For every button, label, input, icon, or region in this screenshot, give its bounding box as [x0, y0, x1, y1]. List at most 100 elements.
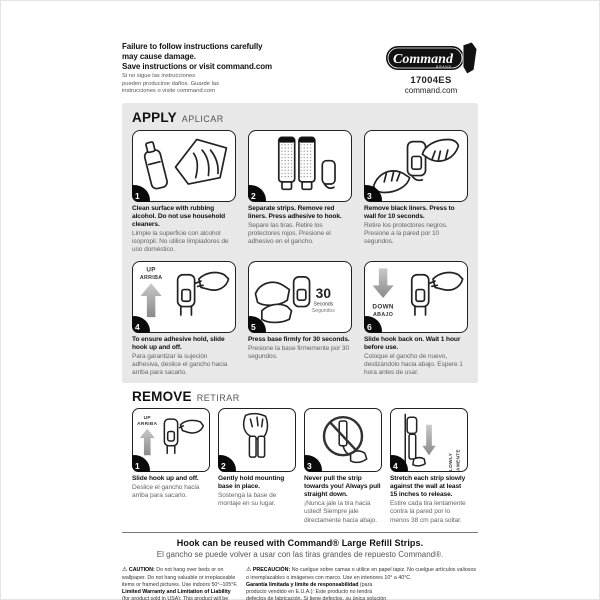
- step-number-badge: 1: [132, 185, 150, 202]
- garantia-lead: Garantía limitada y límite de responsabi…: [246, 581, 359, 588]
- step-caption-es: Retire los protectores negros. Presione …: [364, 222, 448, 246]
- hold-base-illustration: [242, 413, 269, 459]
- remove-step-3: 3 Never pull the strip towards you! Alwa…: [304, 408, 382, 524]
- slowly-label: SLOWLY: [448, 453, 454, 472]
- caution-lead: CAUTION:: [128, 566, 155, 573]
- apply-step-5-figure: 30 Seconds Segundos 5: [248, 261, 352, 334]
- warning-block: Failure to follow instructions carefully…: [122, 42, 272, 96]
- arriba-label: ARRIBA: [140, 275, 163, 281]
- step-caption-en: Stretch each strip slowly against the wa…: [390, 475, 466, 499]
- prohibition-slash-icon: [328, 421, 358, 452]
- step-caption-es: Coloque el gancho de nuevo, deslizándolo…: [364, 353, 463, 377]
- step-number-badge: 5: [248, 316, 266, 334]
- abajo-label: ABAJO: [373, 312, 393, 318]
- step-number-badge: 2: [248, 185, 266, 202]
- logo-wordmark: Command: [393, 52, 454, 67]
- brand-block: Command BRAND 17004ES command.com: [384, 42, 478, 95]
- slide-hook-down-illustration: DOWN ABAJO: [372, 268, 464, 318]
- apply-step-6-figure: DOWN ABAJO 6: [364, 261, 468, 334]
- fine-print-spanish: ⚠ PRECAUCIÓN: No cuelgue sobre camas o u…: [246, 567, 478, 600]
- step-caption-en: Separate strips. Remove red liners. Pres…: [248, 205, 342, 221]
- press-to-wall-illustration: [372, 138, 460, 194]
- warning-text-en: Failure to follow instructions carefully…: [122, 42, 273, 71]
- step-caption-en: Slide hook up and off.: [132, 475, 199, 483]
- apply-step-3: 3 Remove black liners. Press to wall for…: [364, 130, 468, 254]
- remove-step-1-figure: UP ARRIBA 1: [132, 408, 210, 473]
- separate-strips-illustration: [277, 136, 336, 191]
- step-number-badge: 6: [364, 316, 382, 334]
- reuse-line-es: El gancho se puede volver a usar con las…: [156, 549, 444, 559]
- slide-hook-up-illustration: UP ARRIBA: [140, 267, 230, 318]
- clean-surface-illustration: [143, 138, 228, 190]
- garantia-paragraph: Garantía limitada y límite de responsabi…: [246, 582, 388, 600]
- prohibition-circle-icon: [322, 416, 364, 457]
- step-number-badge: 3: [364, 185, 382, 202]
- lentamente-label: LENTAMENTE: [455, 449, 461, 471]
- warranty-lead: Limited Warranty and Limitation of Liabi…: [122, 588, 231, 595]
- product-code: 17004ES: [410, 75, 452, 86]
- garantia-body: (para producto vendido en E.U.A.): Este …: [246, 581, 387, 600]
- warranty-paragraph: Limited Warranty and Limitation of Liabi…: [122, 589, 238, 600]
- precaucion-lead: PRECAUCIÓN:: [252, 566, 291, 573]
- remove-step-4-figure: SLOWLY LENTAMENTE 4: [390, 408, 468, 473]
- apply-step-2: 2 Separate strips. Remove red liners. Pr…: [248, 130, 352, 254]
- apply-section: APPLY APLICAR 1 Clean: [122, 103, 478, 384]
- arriba-label: ARRIBA: [137, 421, 157, 427]
- step-caption-en: To ensure adhesive hold, slide hook up a…: [132, 336, 225, 352]
- apply-steps-row-2: UP ARRIBA 4 To ensure adhesive hold, sli…: [132, 261, 468, 377]
- slide-up-illustration: UP ARRIBA: [137, 415, 205, 456]
- apply-title-es: APLICAR: [181, 114, 224, 124]
- apply-title: APPLY APLICAR: [132, 110, 468, 125]
- step-caption-es: Para garantizar la sujeción adhesiva, de…: [132, 353, 228, 377]
- reuse-notice: Hook can be reused with Command® Large R…: [122, 531, 478, 559]
- step-caption-es: Limpie la superficie con alcohol isoprop…: [132, 230, 229, 254]
- remove-step-2: 2 Gently hold mounting base in place. So…: [218, 408, 296, 524]
- fine-print: ⚠ CAUTION: Do not hang over beds or on w…: [122, 567, 478, 600]
- remove-step-3-figure: 3: [304, 408, 382, 473]
- step-caption-es: Separe las tiras. Retire los protectores…: [248, 222, 331, 246]
- caution-body: Do not hang over beds or on wallpaper. D…: [122, 566, 238, 588]
- warning-text-es: Si no sigue las instrucciones pueden pro…: [122, 73, 220, 95]
- hook-icon: [462, 42, 478, 74]
- step-caption-en: Clean surface with rubbing alcohol. Do n…: [132, 205, 226, 229]
- stretch-strip-illustration: SLOWLY LENTAMENTE: [404, 413, 461, 472]
- up-label: UP: [146, 267, 156, 274]
- logo-brand-word: BRAND: [436, 65, 452, 69]
- apply-step-1-figure: 1: [132, 130, 236, 202]
- step-number-badge: 3: [304, 455, 322, 473]
- seconds-label: Seconds: [313, 302, 333, 308]
- step-caption-en: Remove black liners. Press to wall for 1…: [364, 205, 455, 221]
- warning-icon: ⚠: [122, 566, 128, 573]
- reuse-line-en: Hook can be reused with Command® Large R…: [176, 537, 424, 548]
- brand-website: command.com: [404, 86, 458, 95]
- never-pull-illustration: [322, 416, 368, 464]
- remove-step-4: SLOWLY LENTAMENTE 4 Stretch each strip s…: [390, 408, 468, 524]
- step-caption-es: Sostenga la base de montaje en su lugar.: [218, 492, 277, 508]
- step-caption-en: Slide hook back on. Wait 1 hour before u…: [364, 336, 461, 352]
- apply-step-3-figure: 3: [364, 130, 468, 202]
- step-caption-es: Estire cada tira lentamente contra la pa…: [390, 500, 466, 524]
- precaucion-paragraph: ⚠ PRECAUCIÓN: No cuelgue sobre camas o u…: [246, 567, 478, 582]
- apply-step-5: 30 Seconds Segundos 5 Press base firmly …: [248, 261, 352, 377]
- step-number-badge: 4: [390, 455, 408, 473]
- remove-step-1: UP ARRIBA 1 Slide hook up and off. Desli…: [132, 408, 210, 524]
- step-caption-es: Presione la base firmemente por 30 segun…: [248, 345, 350, 361]
- segundos-label: Segundos: [312, 308, 335, 314]
- remove-steps-row: UP ARRIBA 1 Slide hook up and off. Desli…: [132, 408, 468, 524]
- step-caption-en: Never pull the strip towards you! Always…: [304, 475, 381, 499]
- apply-step-1: 1 Clean surface with rubbing alcohol. Do…: [132, 130, 236, 254]
- header: Failure to follow instructions carefully…: [122, 42, 478, 100]
- warning-icon: ⚠: [246, 566, 252, 573]
- remove-title-en: REMOVE: [132, 389, 192, 405]
- step-number-badge: 2: [218, 455, 236, 473]
- step-caption-es: ¡Nunca jale la tira hacia usted! Siempre…: [304, 500, 378, 524]
- caution-paragraph: ⚠ CAUTION: Do not hang over beds or on w…: [122, 567, 238, 589]
- step-caption-en: Press base firmly for 30 seconds.: [248, 336, 350, 344]
- up-label: UP: [144, 415, 151, 421]
- instructions-content: Failure to follow instructions carefully…: [122, 42, 478, 600]
- up-arrow-icon: [139, 428, 155, 456]
- precaucion-body: No cuelgue sobre camas o utilice en pape…: [246, 566, 477, 581]
- down-arrow-icon: [372, 268, 394, 299]
- apply-step-4-figure: UP ARRIBA 4: [132, 261, 236, 334]
